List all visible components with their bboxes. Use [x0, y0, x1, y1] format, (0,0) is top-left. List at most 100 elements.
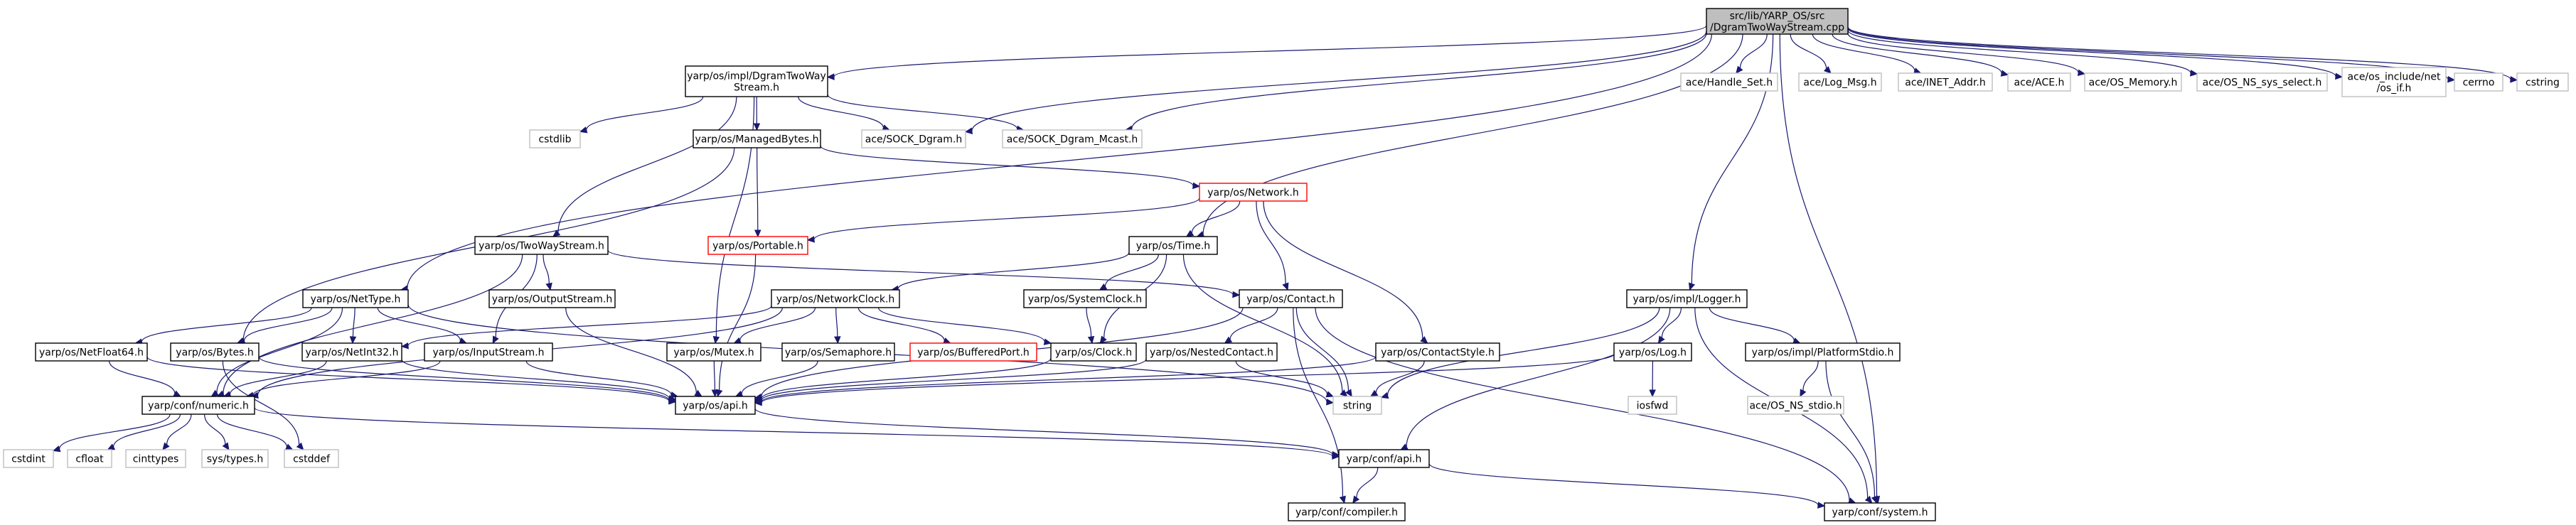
edge-arrowhead — [1282, 282, 1289, 291]
node-box — [3, 449, 54, 468]
node-box — [1824, 502, 1936, 521]
edge-net_type-to-bytes — [237, 307, 333, 345]
node-os-api[interactable]: yarp/os/api.h — [675, 396, 756, 415]
node-label: ace/SOCK_Dgram_Mcast.h — [1007, 134, 1138, 146]
edge-arrowhead — [1688, 282, 1696, 291]
edge-line — [1802, 360, 1819, 391]
node-layer: src/lib/YARP_OS/src/DgramTwoWayStream.cp… — [3, 8, 2569, 521]
node-box — [1680, 72, 1778, 92]
node-box — [685, 65, 828, 97]
node-net-type[interactable]: yarp/os/NetType.h — [302, 289, 409, 308]
node-box — [170, 342, 260, 362]
node-label: ace/SOCK_Dgram.h — [865, 134, 962, 146]
node-portable[interactable]: yarp/os/Portable.h — [707, 236, 808, 255]
node-buffered-port[interactable]: yarp/os/BufferedPort.h — [909, 342, 1037, 362]
edge-arrowhead — [1420, 336, 1428, 344]
edge-line — [835, 307, 838, 337]
node-sys-types: sys/types.h — [201, 449, 269, 468]
edge-arrowhead — [552, 229, 561, 237]
node-output-stream[interactable]: yarp/os/OutputStream.h — [488, 289, 616, 308]
node-contact-style[interactable]: yarp/os/ContactStyle.h — [1375, 342, 1500, 362]
node-clock[interactable]: yarp/os/Clock.h — [1050, 342, 1137, 362]
node-box — [771, 289, 900, 308]
node-box — [861, 129, 966, 148]
node-log-h[interactable]: yarp/os/Log.h — [1613, 342, 1692, 362]
node-two-way[interactable]: yarp/os/TwoWayStream.h — [474, 236, 609, 255]
node-net-float64[interactable]: yarp/os/NetFloat64.h — [35, 342, 148, 362]
edge-root-to-cstring — [1847, 26, 2518, 83]
node-nested-contact[interactable]: yarp/os/NestedContact.h — [1145, 342, 1278, 362]
edge-managed_bytes-to-network — [820, 145, 1201, 190]
node-box — [1239, 289, 1343, 308]
node-contact[interactable]: yarp/os/Contact.h — [1239, 289, 1343, 308]
node-conf-api[interactable]: yarp/conf/api.h — [1338, 449, 1430, 468]
node-platform-stdio[interactable]: yarp/os/impl/PlatformStdio.h — [1745, 342, 1901, 362]
node-conf-system[interactable]: yarp/conf/system.h — [1824, 502, 1936, 521]
edge-contact-to-string — [1295, 307, 1352, 398]
node-box — [302, 289, 409, 308]
edge-clock-to-os_api — [754, 357, 1052, 403]
node-net-int32[interactable]: yarp/os/NetInt32.h — [301, 342, 402, 362]
edge-line — [1812, 33, 1915, 72]
node-mutex[interactable]: yarp/os/Mutex.h — [666, 342, 761, 362]
node-network-clock[interactable]: yarp/os/NetworkClock.h — [771, 289, 900, 308]
edge-line — [258, 356, 670, 401]
edge-line — [203, 413, 226, 445]
node-bytes[interactable]: yarp/os/Bytes.h — [170, 342, 260, 362]
node-box — [1745, 342, 1901, 362]
edge-arrowhead — [579, 126, 588, 134]
edge-logger-to-log_h — [1657, 307, 1682, 345]
node-impl-dgram[interactable]: yarp/os/impl/DgramTwoWayStream.h — [685, 65, 828, 97]
node-box — [666, 342, 761, 362]
node-conf-compiler[interactable]: yarp/conf/compiler.h — [1288, 502, 1406, 521]
node-input-stream[interactable]: yarp/os/InputStream.h — [424, 342, 553, 362]
edge-arrowhead — [1185, 229, 1195, 237]
edge-line — [1375, 360, 1425, 394]
node-root[interactable]: src/lib/YARP_OS/src/DgramTwoWayStream.cp… — [1706, 8, 1849, 35]
edge-line — [1739, 33, 1768, 68]
edge-network-to-contact_style — [1263, 200, 1428, 344]
edge-line — [1235, 360, 1328, 395]
edge-root-to-sock_dgram — [964, 31, 1707, 134]
node-system-clock[interactable]: yarp/os/SystemClock.h — [1023, 289, 1147, 308]
edge-net_type-to-net_float64 — [134, 307, 312, 345]
edge-logger-to-string — [1380, 307, 1660, 399]
node-os-memory: ace/OS_Memory.h — [2084, 72, 2182, 92]
node-conf-numeric[interactable]: yarp/conf/numeric.h — [141, 396, 255, 415]
node-string: string — [1332, 396, 1382, 415]
node-box — [2084, 72, 2182, 92]
edge-line — [112, 413, 181, 448]
edge-line — [1790, 33, 1827, 69]
edge-net_type-to-conf_numeric — [210, 307, 343, 397]
edge-root-to-logger — [1688, 33, 1774, 291]
node-time[interactable]: yarp/os/Time.h — [1128, 236, 1218, 255]
edge-line — [1229, 307, 1278, 340]
edge-line — [757, 147, 759, 231]
node-box — [474, 236, 609, 255]
edge-network-to-portable — [806, 197, 1200, 243]
node-sock-dgram: ace/SOCK_Dgram.h — [861, 129, 966, 148]
node-box — [1145, 342, 1278, 362]
node-label: yarp/os/ManagedBytes.h — [695, 134, 819, 146]
edge-line — [813, 197, 1200, 240]
edge-line — [761, 359, 1147, 401]
edge-line — [761, 354, 1615, 404]
edge-line — [1295, 307, 1350, 391]
node-log-msg: ace/Log_Msg.h — [1798, 72, 1882, 92]
edge-line — [557, 96, 737, 233]
node-semaphore[interactable]: yarp/os/Semaphore.h — [781, 342, 895, 362]
edge-platform_stdio-to-conf_system — [1825, 360, 1878, 504]
node-network[interactable]: yarp/os/Network.h — [1199, 183, 1308, 202]
node-managed-bytes[interactable]: yarp/os/ManagedBytes.h — [693, 129, 821, 148]
node-logger[interactable]: yarp/os/impl/Logger.h — [1626, 289, 1748, 308]
edge-conf_numeric-to-conf_api — [254, 407, 1340, 460]
edge-line — [1315, 307, 1850, 501]
node-box — [529, 129, 581, 148]
node-box — [1199, 183, 1308, 202]
edge-network-to-time — [1185, 200, 1241, 237]
edge-conf_numeric-to-cstdint — [52, 413, 171, 453]
node-label: yarp/conf/system.h — [1832, 507, 1928, 519]
edge-logger-to-platform_stdio — [1709, 307, 1801, 344]
edge-conf_numeric-to-cfloat — [107, 413, 181, 450]
node-box — [1002, 129, 1143, 148]
